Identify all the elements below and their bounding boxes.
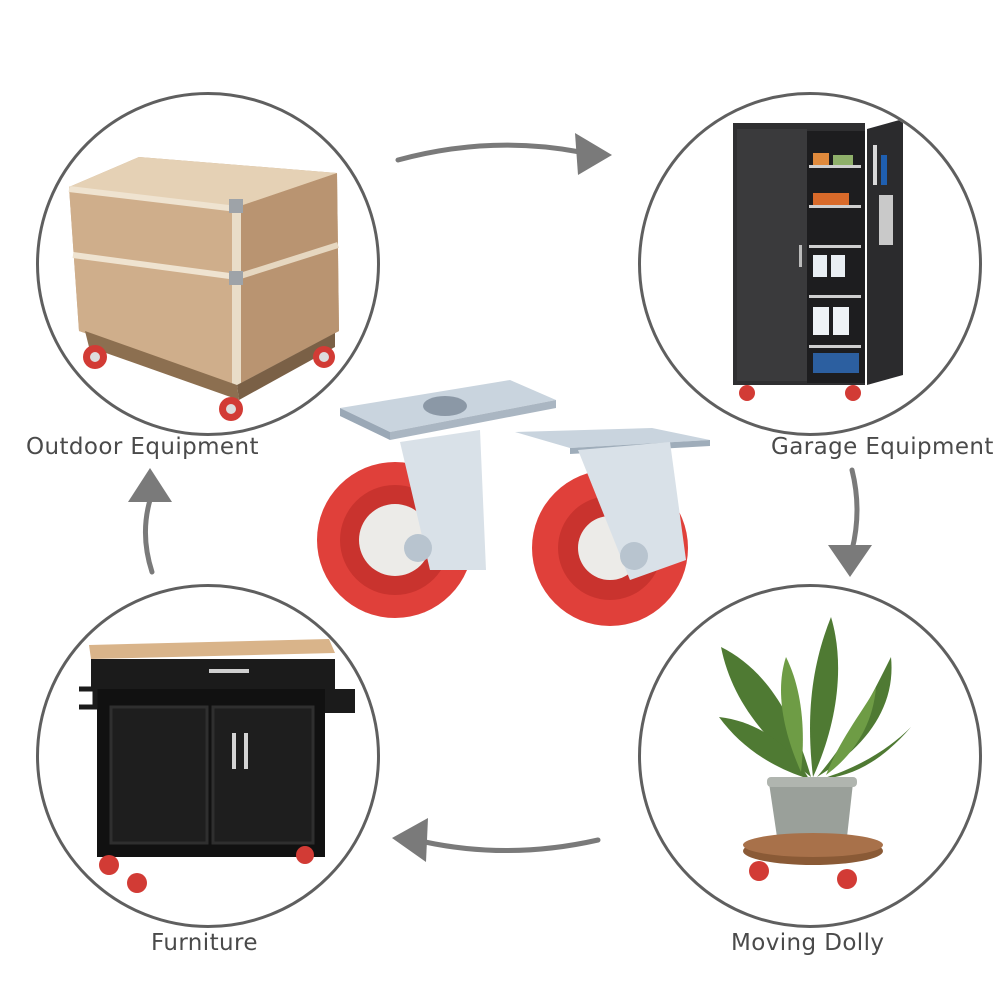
- garage-equipment-circle: [638, 92, 982, 436]
- arrow-right-head: [828, 545, 872, 577]
- cart-caster-3: [296, 846, 314, 864]
- moving-dolly-circle: [638, 584, 982, 928]
- caster-wheels-image: [317, 380, 710, 626]
- outdoor-equipment-circle: [36, 92, 380, 436]
- dolly-caster-2: [837, 869, 857, 889]
- arrow-top: [395, 142, 583, 163]
- crate-caster-3: [313, 346, 335, 368]
- fixed-caster: [515, 428, 710, 626]
- crate-caster-2: [219, 397, 243, 421]
- label-moving-dolly: Moving Dolly: [731, 930, 885, 956]
- cart-caster-2: [127, 873, 147, 893]
- kitchen-cart-image: [79, 639, 355, 893]
- cabinet-caster-1: [739, 385, 755, 401]
- garage-cabinet-image: [733, 119, 903, 401]
- wooden-crate-image: [68, 157, 339, 421]
- arrow-right: [849, 467, 860, 553]
- cart-caster-1: [99, 855, 119, 875]
- arrow-top-head: [575, 133, 612, 175]
- arrow-left: [142, 497, 155, 575]
- arrow-bottom-head: [392, 818, 428, 862]
- label-outdoor-equipment: Outdoor Equipment: [26, 434, 259, 460]
- cabinet-caster-2: [845, 385, 861, 401]
- plant-dolly-image: [719, 617, 911, 889]
- crate-caster-1: [83, 345, 107, 369]
- label-furniture: Furniture: [151, 930, 258, 956]
- label-garage-equipment: Garage Equipment: [771, 434, 994, 460]
- arrow-bottom: [422, 837, 601, 853]
- dolly-caster-1: [749, 861, 769, 881]
- swivel-caster: [317, 380, 556, 618]
- furniture-circle: [36, 584, 380, 928]
- arrow-left-head: [128, 468, 172, 502]
